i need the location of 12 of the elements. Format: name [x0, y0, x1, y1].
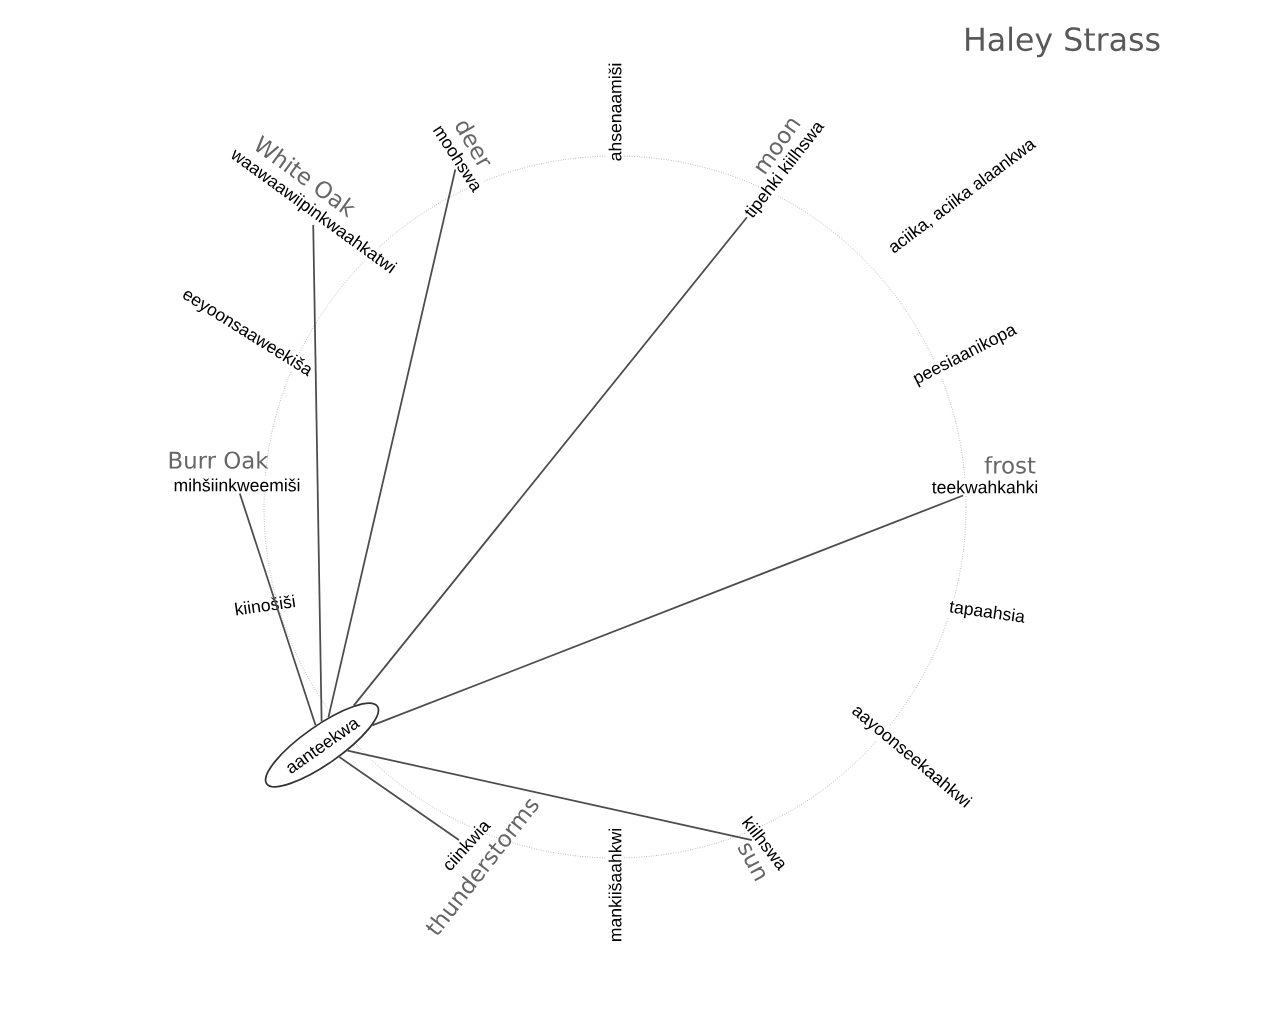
pencil-line	[312, 224, 323, 723]
author-name: Haley Strass	[966, 26, 1160, 58]
word-label: kiinošiši	[231, 592, 299, 618]
pencil-line	[371, 494, 964, 727]
pencil-line	[327, 168, 457, 719]
pencil-line	[238, 492, 317, 727]
pencil-line	[346, 749, 753, 841]
pencil-line	[352, 216, 748, 707]
handwritten-note: frost	[984, 456, 1036, 474]
handwritten-note: Burr Oak	[169, 451, 269, 469]
pencil-line	[338, 756, 460, 841]
word-label: tapaahsia	[946, 597, 1028, 629]
